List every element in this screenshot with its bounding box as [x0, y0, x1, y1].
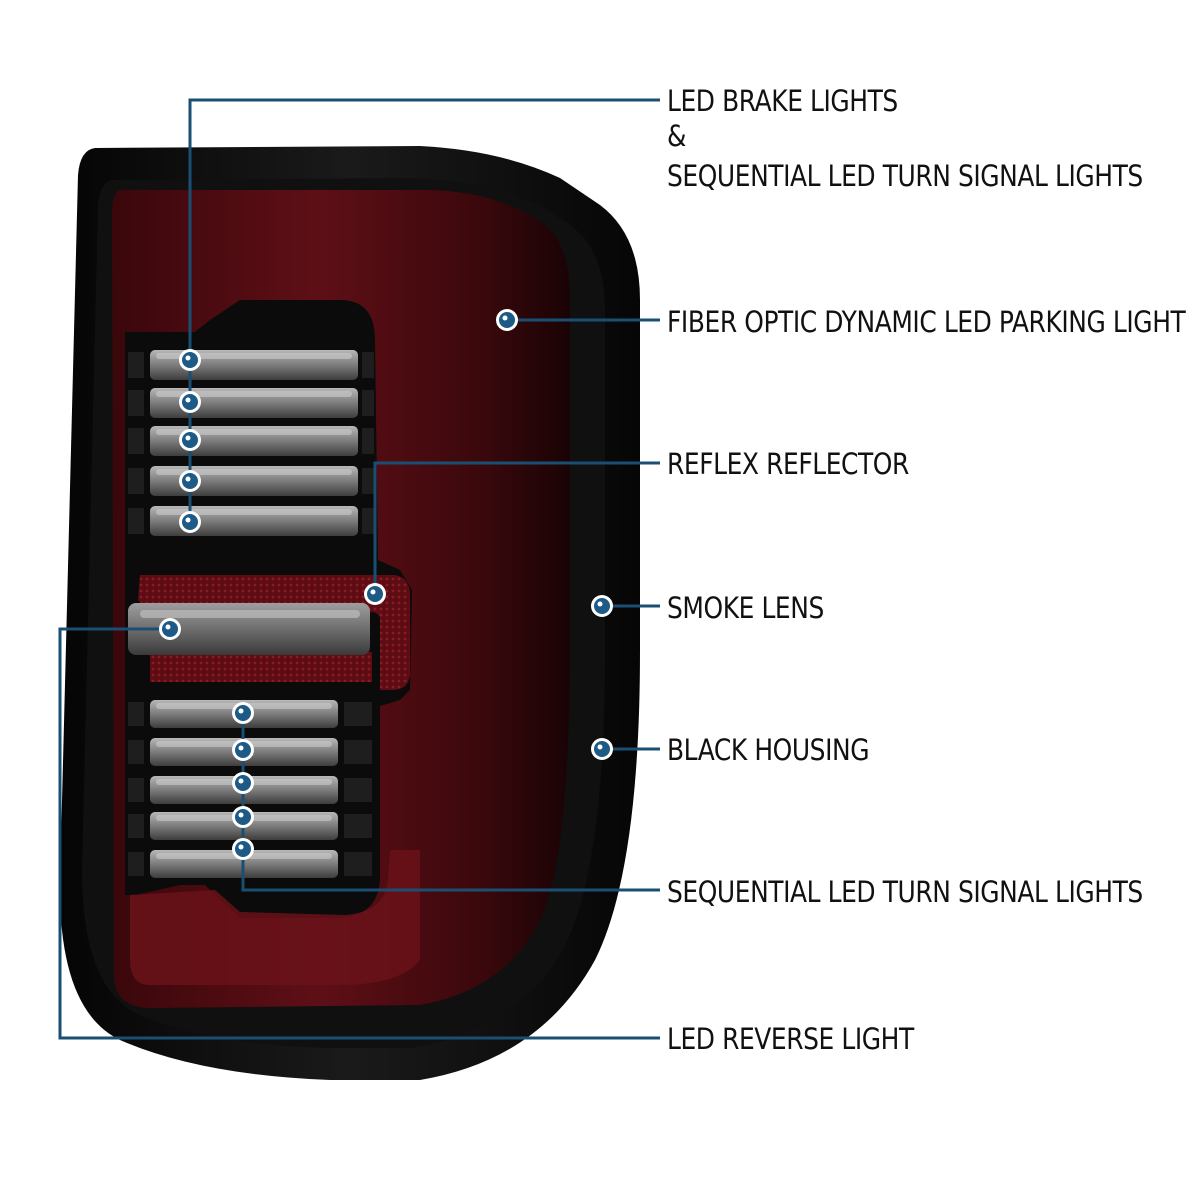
brake-light-leader	[188, 98, 660, 522]
upper-segment-bracket	[128, 390, 144, 416]
upper-led-segment-shine	[156, 509, 352, 515]
dot-marker-highlight	[370, 589, 376, 595]
label-smoke-lens: SMOKE LENS	[667, 591, 824, 625]
dot-marker-fill	[367, 586, 383, 602]
dot-marker-highlight	[238, 745, 244, 751]
label-led-reverse-light: LED REVERSE LIGHT	[667, 1022, 914, 1056]
dot-marker-highlight	[597, 601, 603, 607]
lower-segment-bracket	[344, 702, 372, 726]
dot-marker-highlight	[597, 744, 603, 750]
dot-marker-highlight	[185, 517, 191, 523]
dot-marker-icon	[232, 806, 254, 828]
dot-marker-fill	[235, 841, 251, 857]
lower-segment-bracket	[128, 778, 144, 802]
dot-marker-fill	[182, 473, 198, 489]
dot-marker-icon	[179, 470, 201, 492]
dot-marker-fill	[235, 705, 251, 721]
dot-marker-fill	[182, 352, 198, 368]
dot-marker-highlight	[185, 435, 191, 441]
dot-marker-icon	[159, 618, 181, 640]
lower-segment-bracket	[128, 702, 144, 726]
dot-marker-highlight	[502, 315, 508, 321]
dot-marker-highlight	[238, 812, 244, 818]
lower-segment-bracket	[128, 740, 144, 764]
dot-marker-icon	[179, 349, 201, 371]
dot-marker-icon	[232, 702, 254, 724]
dot-marker-highlight	[165, 624, 171, 630]
dot-marker-highlight	[185, 397, 191, 403]
lower-segment-bracket	[344, 740, 372, 764]
upper-segment-bracket	[128, 352, 144, 378]
reverse-light-leader	[58, 627, 660, 1040]
reflex-reflector-leader	[373, 461, 660, 594]
dot-marker-fill	[499, 312, 515, 328]
dot-marker-highlight	[185, 355, 191, 361]
dot-marker-icon	[591, 738, 613, 760]
dot-marker-icon	[591, 595, 613, 617]
upper-led-segment-shine	[156, 353, 352, 359]
lower-segment-bracket	[344, 778, 372, 802]
upper-segment-bracket	[128, 428, 144, 454]
label-led-brake-lights: LED BRAKE LIGHTS	[667, 84, 898, 118]
dot-marker-fill	[235, 809, 251, 825]
dot-marker-icon	[179, 429, 201, 451]
upper-segment-bracket	[128, 508, 144, 534]
upper-led-segment-shine	[156, 469, 352, 475]
lower-segment-bracket	[344, 814, 372, 838]
reverse-light-shine	[140, 610, 360, 618]
upper-segment-bracket	[362, 352, 374, 378]
dot-marker-fill	[235, 742, 251, 758]
dot-marker-icon	[179, 391, 201, 413]
upper-led-segment-shine	[156, 391, 352, 397]
dot-marker-highlight	[185, 476, 191, 482]
dot-marker-icon	[232, 739, 254, 761]
upper-segment-bracket	[362, 428, 374, 454]
lower-segment-bracket	[344, 852, 372, 876]
dot-marker-icon	[364, 583, 386, 605]
lower-lens-accent	[130, 850, 420, 985]
dot-marker-fill	[182, 432, 198, 448]
dot-marker-icon	[496, 309, 518, 331]
upper-segment-bracket	[362, 390, 374, 416]
label-reflex-reflector: REFLEX REFLECTOR	[667, 447, 909, 481]
upper-segment-bracket	[128, 468, 144, 494]
lower-segment-bracket	[128, 852, 144, 876]
dot-marker-icon	[179, 511, 201, 533]
upper-segment-bracket	[362, 508, 374, 534]
dot-marker-icon	[232, 838, 254, 860]
dot-marker-highlight	[238, 708, 244, 714]
dot-marker-highlight	[238, 844, 244, 850]
dot-marker-fill	[594, 598, 610, 614]
dot-marker-highlight	[238, 778, 244, 784]
lower-segment-bracket	[128, 814, 144, 838]
label-fiber-optic-parking-light: FIBER OPTIC DYNAMIC LED PARKING LIGHT	[667, 305, 1186, 339]
dot-marker-fill	[182, 514, 198, 530]
label-sequential-turn-lower: SEQUENTIAL LED TURN SIGNAL LIGHTS	[667, 875, 1143, 909]
dot-marker-icon	[232, 772, 254, 794]
label-black-housing: BLACK HOUSING	[667, 733, 870, 767]
dot-marker-fill	[182, 394, 198, 410]
dot-marker-fill	[235, 775, 251, 791]
label-ampersand: &	[667, 119, 687, 153]
upper-segment-bracket	[362, 468, 374, 494]
dot-marker-fill	[594, 741, 610, 757]
dot-marker-fill	[162, 621, 178, 637]
upper-led-segment-shine	[156, 429, 352, 435]
label-sequential-turn-upper: SEQUENTIAL LED TURN SIGNAL LIGHTS	[667, 159, 1143, 193]
